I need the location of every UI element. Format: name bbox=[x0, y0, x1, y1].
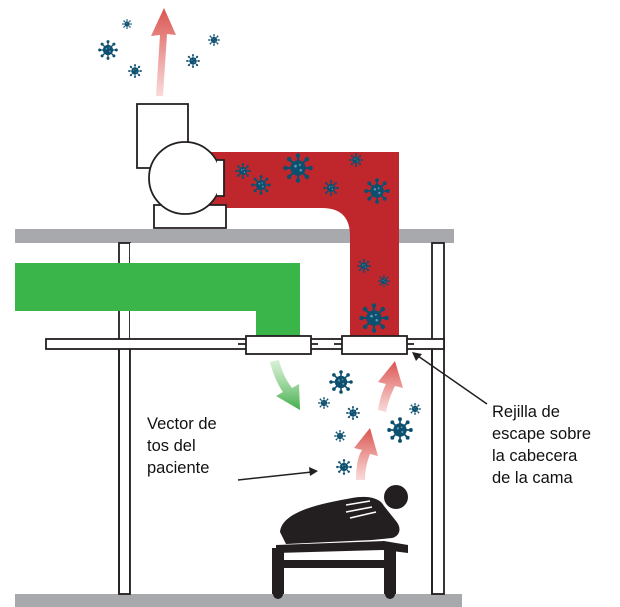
ceiling-grilles bbox=[238, 335, 414, 355]
virus-particle-icon bbox=[208, 34, 220, 46]
virus-particle-icon bbox=[329, 370, 353, 394]
virus-particle-icon bbox=[378, 275, 390, 287]
supply-grille bbox=[245, 335, 312, 355]
exhaust-grille-pointer bbox=[417, 355, 488, 405]
virus-particle-icon bbox=[336, 459, 352, 475]
exhaust-grille bbox=[341, 335, 408, 355]
exhaust-fan-icon bbox=[136, 103, 227, 229]
ground-floor-slab bbox=[15, 594, 462, 607]
exhaust-up-arrow-lower-icon bbox=[354, 428, 378, 480]
virus-particle-icon bbox=[387, 417, 413, 443]
exhaust-air-duct bbox=[210, 152, 399, 336]
virus-particle-icon bbox=[283, 153, 313, 183]
airflow-arrows bbox=[151, 8, 403, 480]
cough-vector-label: Vector de tos del paciente bbox=[147, 415, 217, 477]
virus-particle-icon bbox=[186, 54, 200, 68]
upper-floor-slab bbox=[15, 229, 454, 243]
virus-particle-icon bbox=[235, 163, 251, 179]
virus-particle-icon bbox=[128, 64, 142, 78]
virus-particle-icon bbox=[334, 430, 346, 442]
virus-particle-icon bbox=[323, 180, 339, 196]
annotation-pointers bbox=[237, 352, 488, 481]
virus-particle-icon bbox=[318, 397, 330, 409]
exhaust-grille-label: Rejilla de escape sobre la cabecera de l… bbox=[492, 403, 592, 487]
virus-particle-icon bbox=[359, 303, 389, 333]
virus-particle-icon bbox=[98, 40, 118, 60]
virus-particle-icon bbox=[364, 178, 390, 204]
virus-particle-icon bbox=[409, 403, 421, 415]
exhaust-out-arrow-icon bbox=[151, 8, 176, 96]
cough-vector-pointer bbox=[237, 471, 313, 481]
virus-particle-icon bbox=[346, 406, 360, 420]
virus-particle-icon bbox=[122, 19, 132, 29]
patient-in-bed-icon bbox=[272, 485, 408, 599]
virus-particle-icon bbox=[349, 153, 363, 167]
supply-air-duct bbox=[15, 263, 300, 336]
supply-down-arrow-icon bbox=[270, 360, 300, 410]
virus-particle-icon bbox=[357, 259, 371, 273]
wall-column-right bbox=[431, 242, 445, 595]
virus-particle-icon bbox=[251, 175, 271, 195]
exhaust-up-arrow-upper-icon bbox=[378, 361, 403, 412]
